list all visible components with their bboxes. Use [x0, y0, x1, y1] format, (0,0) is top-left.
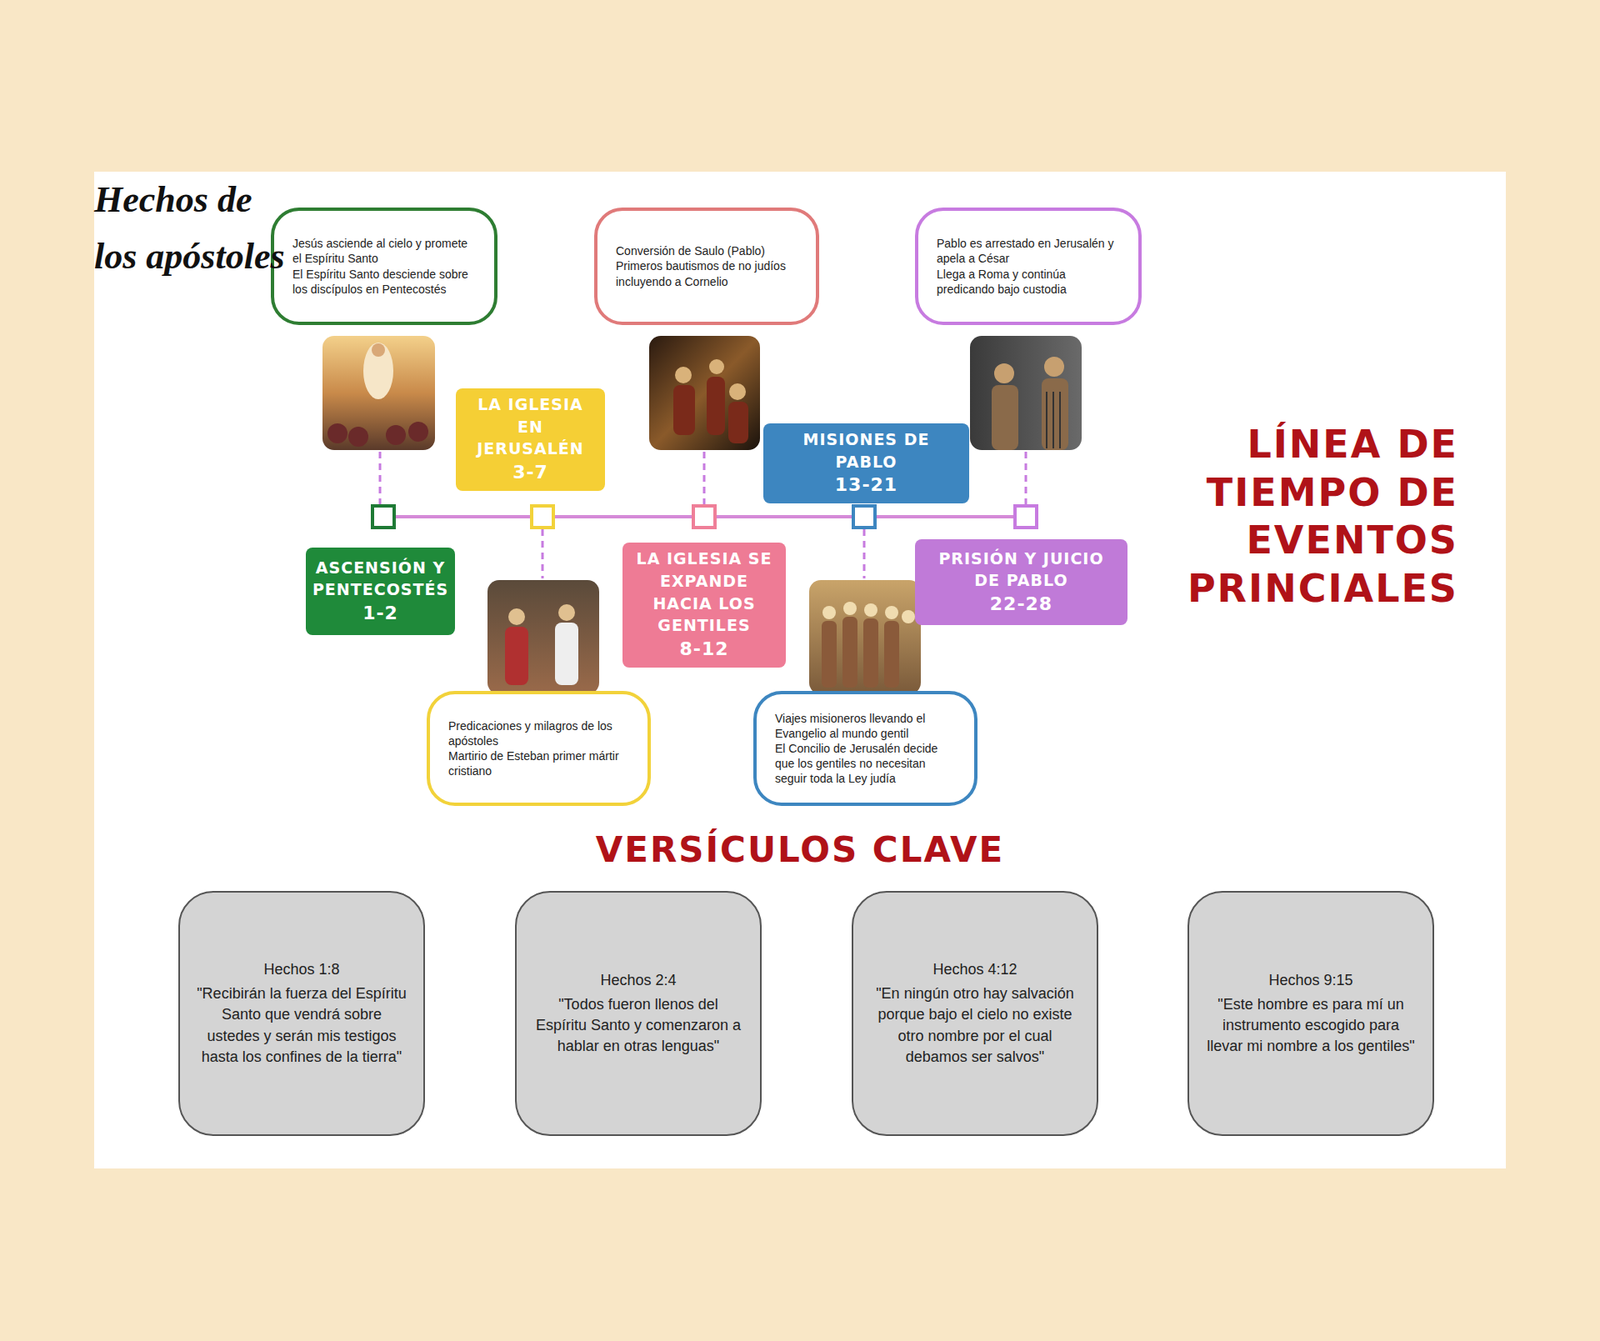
- event-text: El Espíritu Santo desciende sobre los di…: [292, 266, 476, 297]
- event-text: Pablo es arrestado en Jerusalén y apela …: [936, 235, 1120, 266]
- chapter-tag: MISIONES DE PABLO13-21: [763, 423, 970, 504]
- verse-box: Hechos 1:8 "Recibirán la fuerza del Espír…: [178, 890, 425, 1136]
- section-heading: VERSÍCULOS CLAVE: [583, 829, 1017, 871]
- side-heading: LÍNEA DE TIEMPO DE EVENTOS PRINCIALES: [1183, 420, 1459, 613]
- verse-ref: Hechos 2:4: [533, 970, 744, 991]
- verse-box: Hechos 2:4 "Todos fueron llenos del Espír…: [515, 890, 762, 1136]
- verse-quote: "En ningún otro hay salvación porque baj…: [870, 983, 1080, 1068]
- verse-ref: Hechos 1:8: [196, 959, 407, 980]
- verse-ref: Hechos 4:12: [870, 959, 1080, 980]
- event-text: Viajes misioneros llevando el Evangelio …: [775, 710, 956, 741]
- chapter-range: 3-7: [512, 460, 549, 486]
- event-text: Predicaciones y milagros de los apóstole…: [448, 718, 630, 749]
- event-box: Conversión de Saulo (Pablo)Primeros baut…: [594, 207, 820, 325]
- tag-title: ASCENSIÓN Y PENTECOSTÉS: [312, 556, 449, 601]
- chapter-tag: LA IGLESIA EN JERUSALÉN3-7: [455, 388, 605, 491]
- chapter-tag: PRISIÓN Y JUICIO DE PABLO22-28: [915, 539, 1128, 625]
- verse-box: Hechos 4:12 "En ningún otro hay salvación…: [851, 890, 1099, 1136]
- event-text: Conversión de Saulo (Pablo): [615, 243, 798, 259]
- chapter-range: 8-12: [679, 636, 729, 663]
- event-box: Jesús asciende al cielo y promete el Esp…: [270, 207, 498, 325]
- chapter-range: 22-28: [990, 591, 1053, 618]
- tag-title: LA IGLESIA EN JERUSALÉN: [464, 393, 597, 460]
- tag-title: PRISIÓN Y JUICIO DE PABLO: [923, 547, 1120, 592]
- event-text: El Concilio de Jerusalén decide que los …: [775, 740, 956, 787]
- tag-title: MISIONES DE PABLO: [771, 428, 961, 473]
- chapter-range: 1-2: [362, 600, 399, 627]
- verse-quote: "Este hombre es para mí un instrumento e…: [1205, 994, 1416, 1058]
- event-text: Martirio de Esteban primer mártir cristi…: [448, 748, 630, 779]
- verse-ref: Hechos 9:15: [1205, 970, 1416, 991]
- chapter-range: 13-21: [835, 472, 898, 499]
- event-box: Viajes misioneros llevando el Evangelio …: [753, 690, 978, 806]
- title: Hechos de los apóstoles: [94, 171, 286, 285]
- event-box: Pablo es arrestado en Jerusalén y apela …: [915, 207, 1142, 325]
- verse-quote: "Recibirán la fuerza del Espíritu Santo …: [196, 983, 407, 1068]
- verse-quote: "Todos fueron llenos del Espíritu Santo …: [533, 994, 744, 1058]
- event-text: Jesús asciende al cielo y promete el Esp…: [292, 235, 476, 266]
- chapter-tag: LA IGLESIA SE EXPANDE HACIA LOS GENTILES…: [622, 542, 786, 667]
- event-box: Predicaciones y milagros de los apóstole…: [426, 690, 651, 806]
- tag-title: LA IGLESIA SE EXPANDE HACIA LOS GENTILES: [630, 547, 778, 636]
- chapter-tag: ASCENSIÓN Y PENTECOSTÉS1-2: [305, 547, 455, 635]
- event-text: Primeros bautismos de no judíos incluyen…: [615, 258, 798, 289]
- verse-box: Hechos 9:15 "Este hombre es para mí un in…: [1187, 890, 1435, 1136]
- event-text: Llega a Roma y continúa predicando bajo …: [936, 266, 1120, 297]
